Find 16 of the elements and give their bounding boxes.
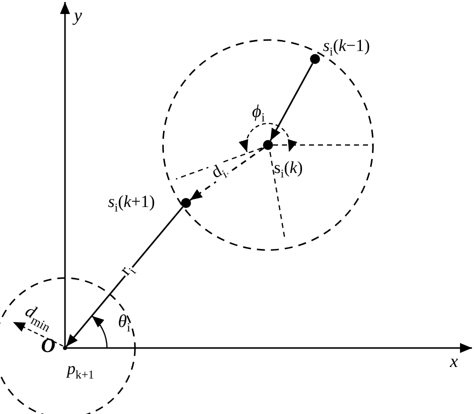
arrow	[66, 206, 184, 347]
point-label: s$_{i}$(k+1)	[108, 193, 155, 214]
math-label: ϕ$_{i}$	[252, 102, 265, 124]
math-label: θ$_{i}$	[118, 312, 130, 334]
arrow	[190, 147, 264, 201]
math-label: y	[74, 6, 82, 24]
math-label: x	[450, 352, 458, 370]
arrow	[270, 63, 314, 141]
point-marker	[310, 54, 320, 64]
point-label: O	[41, 336, 56, 356]
point-label: s$_{i}$(k)	[274, 159, 303, 180]
point-label: p$_{k+1}$	[67, 360, 94, 382]
point-marker	[263, 140, 273, 150]
point-marker	[181, 198, 191, 208]
point-marker	[63, 346, 67, 350]
point-label: s$_{i}$(k−1)	[323, 37, 370, 58]
